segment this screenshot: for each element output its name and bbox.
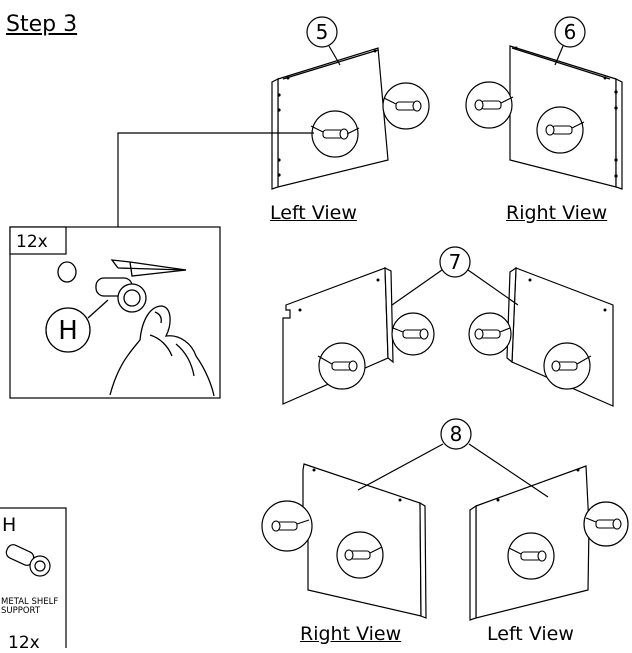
callout-6: 6 — [564, 20, 577, 44]
step-title: Step 3 — [6, 12, 78, 37]
callout-5: 5 — [316, 20, 329, 44]
detail-illustration — [45, 259, 215, 397]
panel-6 — [465, 45, 623, 190]
callout-8-circle — [440, 418, 472, 450]
callout-5-circle — [306, 16, 338, 48]
panel-8-left — [261, 463, 427, 619]
panel-5 — [271, 47, 430, 190]
callout-6-circle — [554, 16, 586, 48]
detail-quantity: 12x — [16, 232, 48, 252]
callout-7: 7 — [449, 250, 462, 274]
left-view-label-top: Left View — [270, 202, 357, 224]
right-view-label-bottom: Right View — [300, 623, 402, 645]
parts-box-pin — [5, 544, 51, 577]
parts-box-quantity: 12x — [8, 633, 40, 653]
parts-box — [0, 507, 67, 648]
detail-part-letter: H — [58, 316, 78, 346]
callout-7-circle — [439, 246, 471, 278]
parts-box-letter: H — [2, 514, 17, 536]
callout-8: 8 — [450, 422, 463, 446]
parts-box-name: METAL SHELF SUPPORT — [1, 597, 59, 616]
left-view-label-bottom: Left View — [487, 623, 574, 645]
panel-8-right — [469, 465, 629, 621]
right-view-label-top: Right View — [506, 202, 608, 224]
